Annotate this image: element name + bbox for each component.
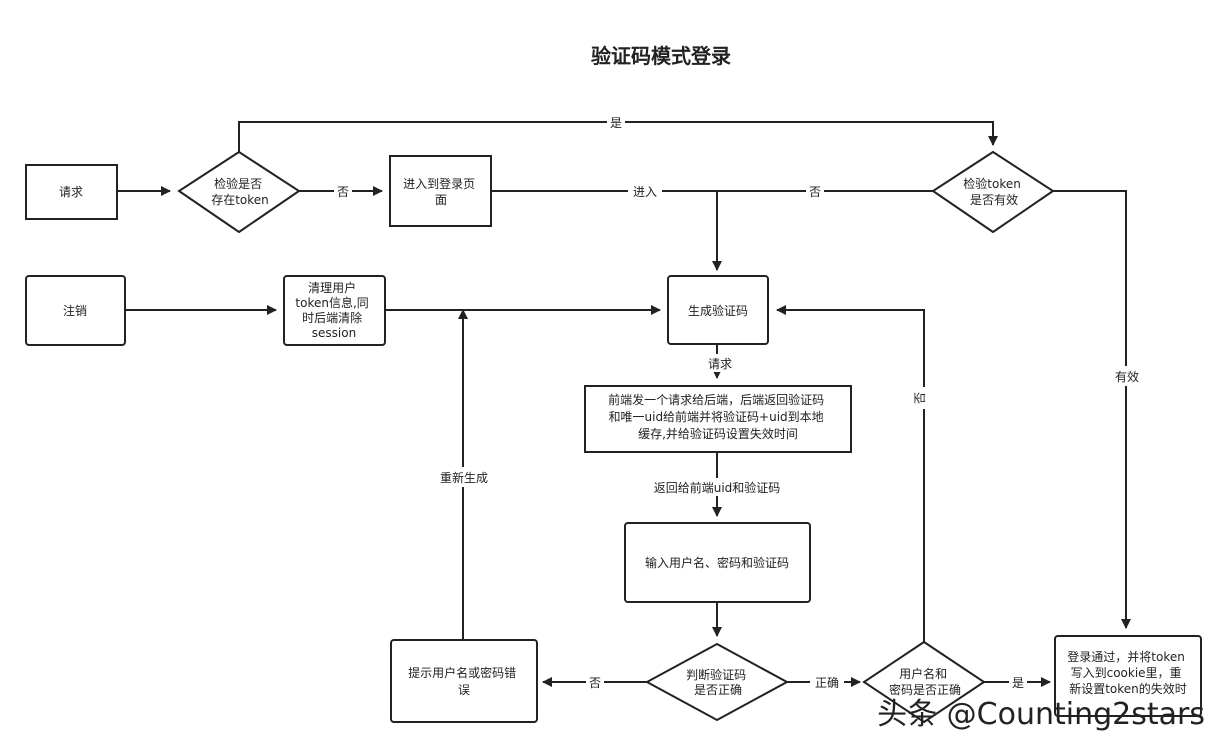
label-no-captcha: 否 (589, 676, 601, 690)
label-no-exists: 否 (337, 185, 349, 199)
node-request-box (25, 164, 118, 220)
node-clear-token-text: 清理用户 token信息,同 时后端清除 session (295, 280, 372, 340)
node-frontend-text: 前端发一个请求给后端，后端返回验证码 和唯一uid给前端并将验证码+uid到本地… (608, 392, 828, 441)
diagram-title: 验证码模式登录 (591, 44, 731, 68)
node-request-text: 请求 (59, 185, 83, 199)
node-judge-pwd-diamond (862, 640, 986, 724)
label-no-valid: 否 (809, 185, 821, 199)
label-regenerate: 重新生成 (440, 470, 488, 485)
node-login-page-box (389, 155, 492, 227)
node-logout-box (25, 275, 126, 346)
label-request: 请求 (708, 357, 732, 371)
watermark: 头条 @Counting2stars (877, 697, 1205, 732)
node-check-valid-text: 检验token 是否有效 (963, 176, 1024, 207)
label-yes-top: 是 (610, 116, 622, 130)
label-yes-pwd: 是 (1012, 676, 1024, 690)
node-judge-pwd-text: 用户名和 密码是否正确 (889, 666, 961, 697)
node-check-exists-text: 检验是否 存在token (211, 176, 269, 207)
node-judge-captcha-text: 判断验证码 是否正确 (686, 667, 750, 697)
node-logout-text: 注销 (63, 303, 87, 318)
node-input-box (624, 522, 811, 603)
edge-pwd-no (776, 305, 925, 642)
node-gen-captcha-text: 生成验证码 (688, 303, 748, 318)
node-judge-captcha-diamond (644, 642, 790, 722)
edge-valid-yes (1053, 190, 1131, 629)
node-error-text: 提示用户名或密码错 误 (408, 665, 520, 697)
edge-label-backgrounds (334, 113, 1144, 691)
edge-login-to-gen (491, 190, 722, 271)
node-login-page-text: 进入到登录页 面 (403, 176, 479, 207)
label-correct: 正确 (815, 676, 839, 690)
node-check-valid-diamond (931, 150, 1055, 234)
node-input-text: 输入用户名、密码和验证码 (645, 555, 789, 570)
node-frontend-box (584, 385, 852, 453)
node-gen-captcha-box (667, 275, 769, 345)
node-clear-token-box (283, 275, 386, 346)
node-login-ok-box (1054, 635, 1202, 717)
label-enter: 进入 (633, 185, 657, 199)
node-login-ok-text: 登录通过，并将token 写入到cookie里，重 新设置token的失效时 (1067, 649, 1188, 696)
node-error-box (390, 639, 538, 723)
label-valid: 有效 (1115, 369, 1139, 384)
node-check-exists-diamond (177, 150, 301, 234)
label-return-uid: 返回给前端uid和验证码 (654, 480, 781, 495)
label-no-pwd: 否 (913, 392, 927, 404)
